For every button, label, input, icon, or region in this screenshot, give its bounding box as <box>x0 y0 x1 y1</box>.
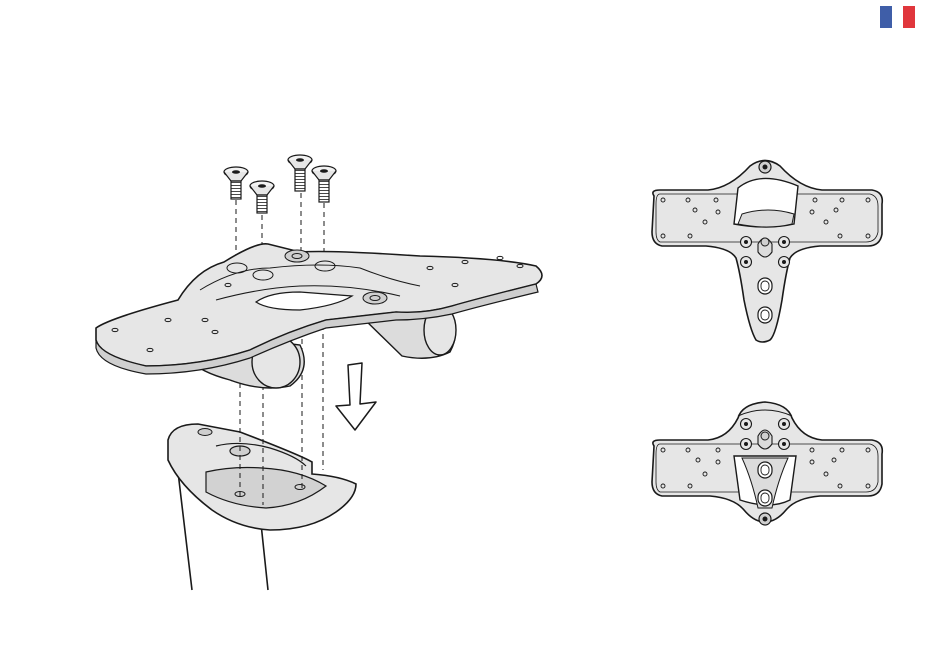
exploded-view <box>96 155 542 590</box>
bracket-top-view-forward <box>652 161 882 343</box>
cockpit-base <box>168 424 356 530</box>
screw-icon <box>288 155 312 191</box>
screw-icon <box>312 166 336 202</box>
arrow-down-icon <box>336 363 376 430</box>
screw-icon <box>250 181 274 213</box>
extension-bracket <box>96 244 542 388</box>
screw-icon <box>224 167 248 199</box>
bracket-top-view-reversed <box>652 402 882 525</box>
screws <box>224 155 336 213</box>
